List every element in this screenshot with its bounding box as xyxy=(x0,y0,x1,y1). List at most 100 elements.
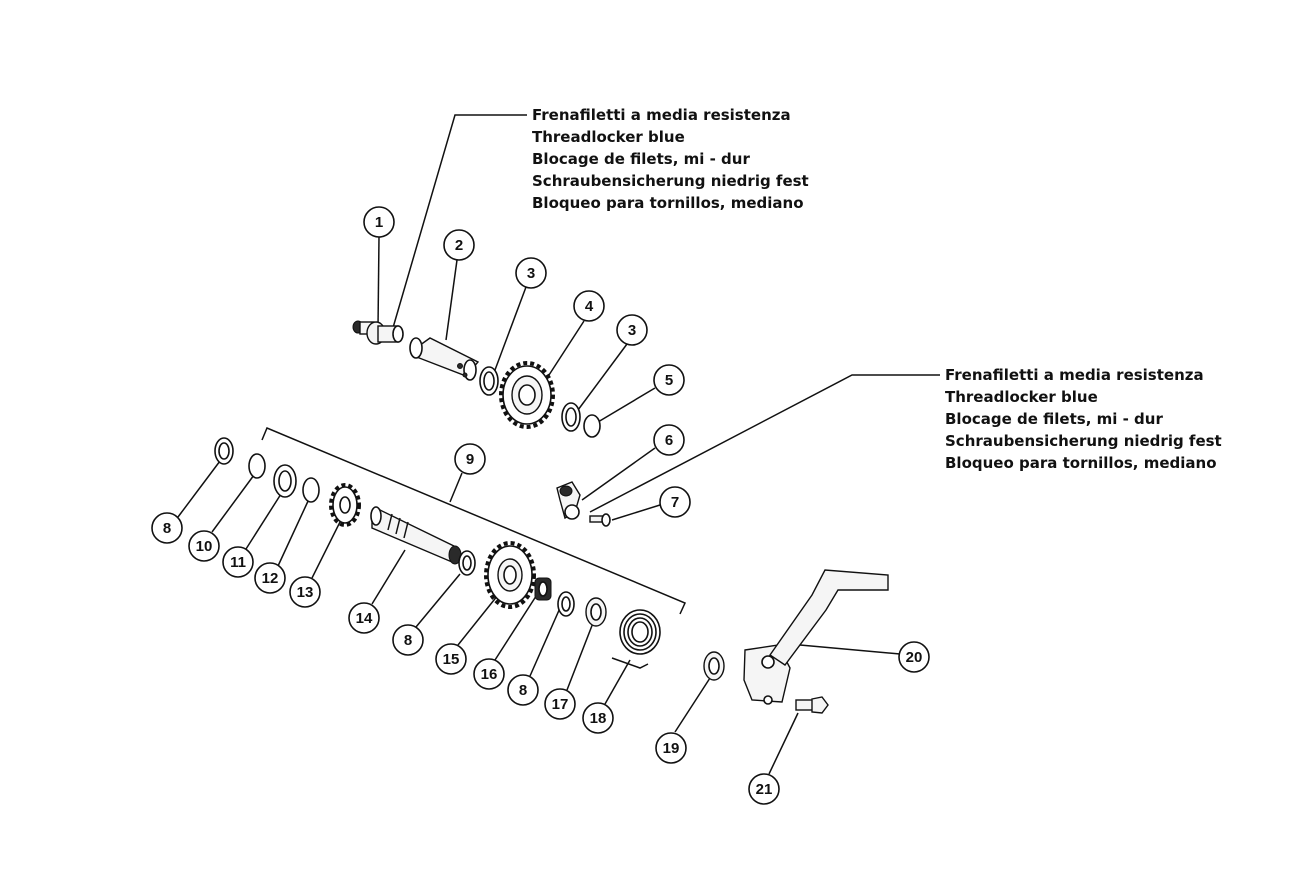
part-4-gear xyxy=(499,361,555,429)
callout-21: 21 xyxy=(748,773,780,805)
part-3-washer-b xyxy=(561,402,581,432)
callout-2-label: 2 xyxy=(455,237,463,254)
part-3-washer-a xyxy=(479,366,499,396)
callout-8a: 8 xyxy=(151,512,183,544)
callout-8b: 8 xyxy=(392,624,424,656)
leader-7 xyxy=(611,504,661,521)
callout-5-label: 5 xyxy=(665,372,673,389)
leader-6 xyxy=(581,447,656,501)
callout-17: 17 xyxy=(544,688,576,720)
callout-1: 1 xyxy=(363,206,395,238)
note-top-line-2: Threadlocker blue xyxy=(532,128,685,146)
callout-3a-label: 3 xyxy=(527,265,535,282)
callout-14-label: 14 xyxy=(356,610,373,627)
callout-3b-label: 3 xyxy=(628,322,636,339)
part-7-screw xyxy=(589,513,611,527)
part-12-ring xyxy=(302,477,320,503)
callout-19-label: 19 xyxy=(663,740,680,757)
callout-9: 9 xyxy=(454,443,486,475)
leader-15 xyxy=(457,594,499,646)
callout-4-label: 4 xyxy=(585,298,594,315)
callout-21-label: 21 xyxy=(756,781,773,798)
callout-7: 7 xyxy=(659,486,691,518)
note-top-line-1: Frenafiletti a media resistenza xyxy=(532,106,791,124)
part-17-seal xyxy=(585,597,607,627)
leader-2 xyxy=(445,259,458,341)
leader-lines xyxy=(177,114,940,775)
callout-6: 6 xyxy=(653,424,685,456)
part-14-kickstart-shaft xyxy=(370,506,462,565)
callout-8c: 8 xyxy=(507,674,539,706)
leader-5 xyxy=(597,387,656,423)
callout-11-label: 11 xyxy=(230,554,246,571)
leader-18 xyxy=(604,659,631,705)
part-16-needle-bearing xyxy=(534,577,552,601)
leader-11 xyxy=(245,493,282,550)
leader-14 xyxy=(371,549,406,605)
callout-17-label: 17 xyxy=(552,696,569,713)
callout-15: 15 xyxy=(435,643,467,675)
callout-2: 2 xyxy=(443,229,475,261)
leader-20 xyxy=(799,644,901,655)
callout-3a: 3 xyxy=(515,257,547,289)
part-2-shaft xyxy=(409,337,480,381)
callout-8a-label: 8 xyxy=(163,520,171,537)
part-11-washer xyxy=(273,464,297,498)
part-18-spring xyxy=(611,609,661,669)
callout-19: 19 xyxy=(655,732,687,764)
parts xyxy=(214,320,889,714)
note-right-line-4: Schraubensicherung niedrig fest xyxy=(945,432,1222,450)
leader-9 xyxy=(449,472,463,503)
leader-8b xyxy=(415,573,461,628)
leader-16 xyxy=(494,589,541,661)
callout-18: 18 xyxy=(582,702,614,734)
callout-14: 14 xyxy=(348,602,380,634)
note-right-line-3: Blocage de filets, mi - dur xyxy=(945,410,1163,428)
leader-21 xyxy=(768,712,799,775)
callout-10: 10 xyxy=(188,530,220,562)
callout-18-label: 18 xyxy=(590,710,607,727)
note-top-line-5: Bloqueo para tornillos, mediano xyxy=(532,194,804,212)
callout-7-label: 7 xyxy=(671,494,679,511)
leader-12 xyxy=(277,498,310,567)
callouts: 1 2 3 4 3 5 6 7 8 9 10 11 12 13 14 8 15 … xyxy=(151,206,930,805)
callout-13-label: 13 xyxy=(297,584,314,601)
callout-15-label: 15 xyxy=(443,651,460,668)
leader-19 xyxy=(674,677,711,733)
part-19-seal xyxy=(703,651,725,681)
callout-8c-label: 8 xyxy=(519,682,527,699)
callout-12-label: 12 xyxy=(262,570,279,587)
callout-20: 20 xyxy=(898,641,930,673)
part-8-washer-b xyxy=(458,550,476,576)
threadlocker-note-right: Frenafiletti a media resistenza Threadlo… xyxy=(945,366,1222,472)
part-15-gear xyxy=(484,541,536,609)
note-top-line-3: Blocage de filets, mi - dur xyxy=(532,150,750,168)
leader-note-top xyxy=(389,114,527,339)
callout-12: 12 xyxy=(254,562,286,594)
part-13-ratchet-gear xyxy=(329,483,361,527)
part-21-bolt xyxy=(795,696,829,714)
callout-13: 13 xyxy=(289,576,321,608)
callout-4: 4 xyxy=(573,290,605,322)
part-8-washer-a xyxy=(214,437,234,465)
part-5-circlip xyxy=(583,414,601,438)
callout-20-label: 20 xyxy=(906,649,923,666)
leader-10 xyxy=(211,474,255,533)
leader-4 xyxy=(548,320,585,376)
leader-1 xyxy=(377,236,380,329)
part-20-kickstart-lever xyxy=(743,569,889,705)
note-right-line-1: Frenafiletti a media resistenza xyxy=(945,366,1204,384)
callout-16: 16 xyxy=(473,658,505,690)
part-1-pin xyxy=(352,320,404,345)
part-6-ratchet xyxy=(556,481,581,520)
callout-1-label: 1 xyxy=(375,214,383,231)
callout-11: 11 xyxy=(222,546,254,578)
callout-6-label: 6 xyxy=(665,432,673,449)
note-right-line-2: Threadlocker blue xyxy=(945,388,1098,406)
threadlocker-note-top: Frenafiletti a media resistenza Threadlo… xyxy=(532,106,809,212)
callout-8b-label: 8 xyxy=(404,632,412,649)
leader-8a xyxy=(177,460,221,518)
assembly-bracket xyxy=(261,427,687,615)
leader-17 xyxy=(566,622,594,691)
